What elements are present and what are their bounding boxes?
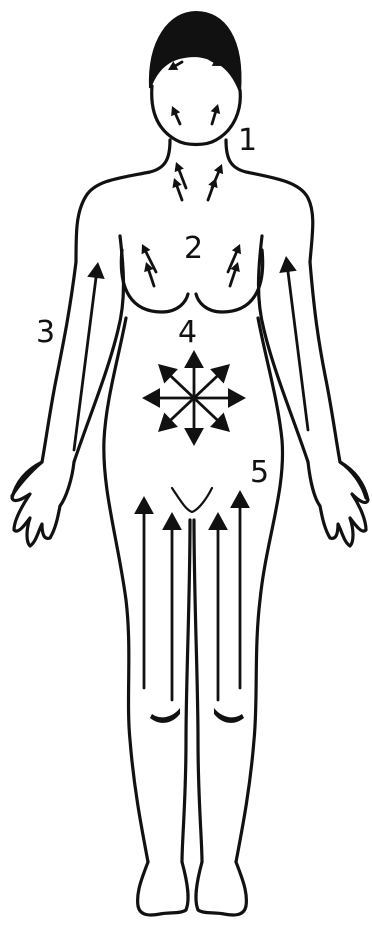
groin-line — [172, 488, 212, 512]
torso-right-outline — [226, 140, 313, 262]
left-waist-hip — [104, 318, 148, 862]
left-knee-mark — [150, 708, 180, 723]
right-arm-arrow — [279, 256, 308, 430]
leg-arrow-2 — [162, 512, 182, 700]
neck-arrow-right-2 — [212, 164, 223, 188]
left-foot — [138, 862, 188, 915]
zone-label-arms: 3 — [36, 318, 55, 348]
right-arm-outer — [310, 262, 366, 498]
right-foot — [196, 862, 246, 915]
zone-label-abdomen: 4 — [178, 318, 197, 348]
zone-label-legs: 5 — [250, 458, 269, 488]
abdomen-arrow-up-left — [158, 364, 194, 398]
abdomen-arrow-down-right — [194, 398, 230, 432]
leg-arrow-3 — [208, 512, 228, 700]
zone-label-chest: 2 — [184, 234, 203, 264]
right-inner-leg — [194, 520, 202, 862]
zone-label-neck: 1 — [238, 126, 257, 156]
massage-direction-arrows — [74, 57, 308, 700]
abdomen-arrow-up-right — [194, 364, 230, 398]
abdomen-arrow-down-left — [158, 398, 194, 432]
left-breast — [121, 250, 188, 312]
left-hand — [12, 462, 74, 546]
right-hand — [308, 462, 368, 546]
face-outline — [152, 86, 241, 145]
neck-arrow-left-1 — [172, 178, 182, 200]
face-arrow-lower-right — [211, 104, 220, 124]
hair — [150, 12, 241, 92]
left-inner-leg — [182, 520, 190, 862]
right-breast — [196, 250, 263, 312]
torso-left-outline — [76, 140, 170, 262]
face-arrow-lower-left — [171, 106, 180, 124]
leg-arrow-1 — [134, 496, 154, 688]
leg-arrow-4 — [230, 490, 250, 688]
right-knee-mark — [214, 708, 244, 723]
left-arm-outer — [12, 262, 76, 496]
